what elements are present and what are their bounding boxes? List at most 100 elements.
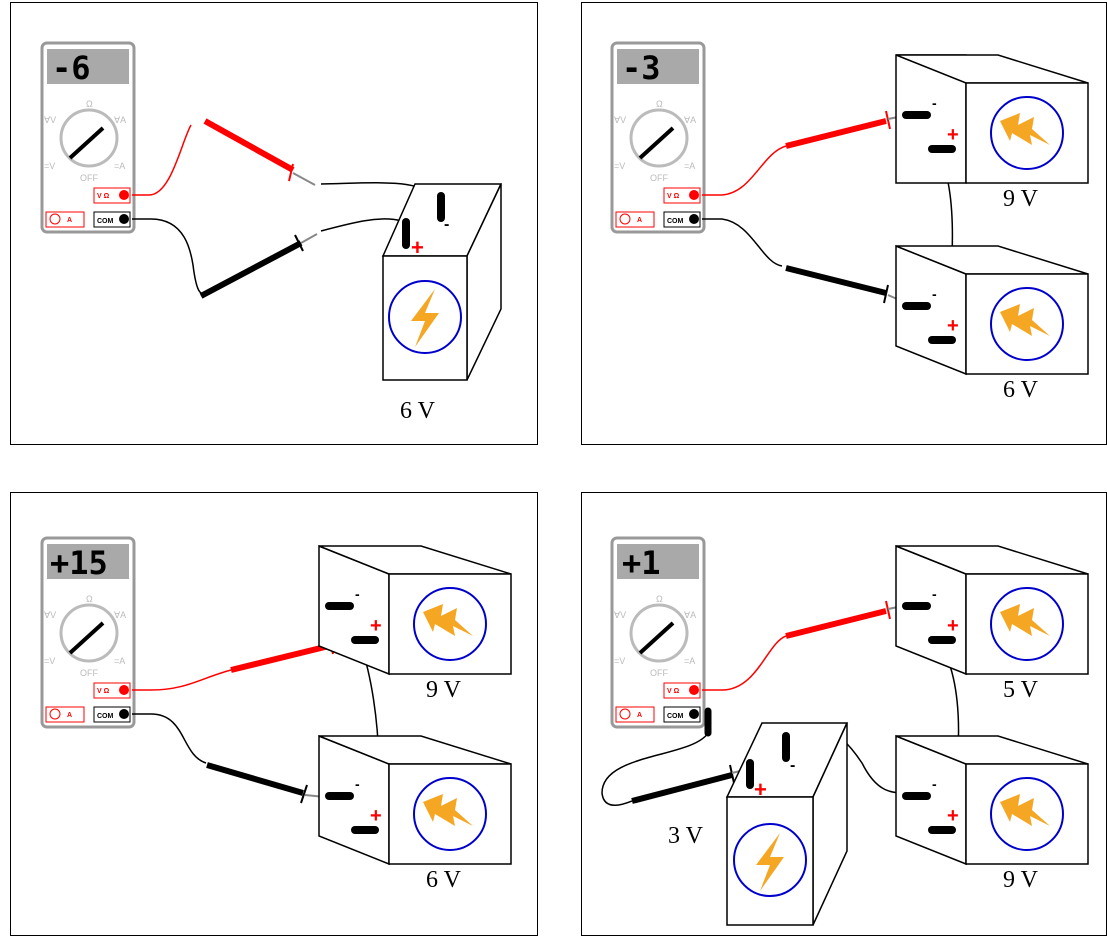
dial-off-label: OFF xyxy=(650,668,668,678)
battery-minus-label: - xyxy=(790,757,795,774)
meter-reading: +15 xyxy=(50,544,108,582)
battery-voltage-label: 9 V xyxy=(1003,186,1039,212)
jack-voma-label: V Ω xyxy=(667,688,680,695)
battery-minus-label: - xyxy=(932,776,937,792)
black-probe[interactable] xyxy=(206,762,304,796)
meter-display xyxy=(617,544,699,579)
black-probe-tip xyxy=(300,233,318,244)
dial-vac-label: ⱯV xyxy=(614,610,626,620)
dial-vdc-label: =V xyxy=(44,161,55,171)
red-probe[interactable] xyxy=(785,118,887,149)
battery-plus-label: + xyxy=(947,315,959,337)
black-probe-tip-guard xyxy=(294,234,304,252)
meter-dial[interactable] xyxy=(59,603,119,663)
jack-a[interactable] xyxy=(49,213,61,225)
black-probe-tip-guard xyxy=(300,784,308,804)
panel-1: -6 Ω OFF ⱯV ⱯA =V =A V Ω COM A xyxy=(10,2,538,445)
panel-4-diagram: +1 Ω OFF ⱯV ⱯA =V =A V Ω COM A xyxy=(601,536,1089,926)
battery-minus-label: - xyxy=(932,286,937,302)
jack-com[interactable] xyxy=(119,709,129,719)
dial-aac-label: ⱯA xyxy=(114,610,126,620)
battery-minus-label: - xyxy=(355,586,360,602)
black-probe[interactable] xyxy=(785,265,887,296)
lightning-icon xyxy=(756,833,784,891)
battery-plus-label: + xyxy=(947,124,959,146)
red-probe-tip-guard xyxy=(288,163,294,182)
jack-a-label: A xyxy=(637,712,642,719)
jack-a[interactable] xyxy=(619,213,631,225)
dial-vac-label: ⱯV xyxy=(44,610,56,620)
dial-pointer xyxy=(638,621,675,655)
lightning-icon xyxy=(1000,604,1050,636)
battery-circle xyxy=(413,587,487,661)
red-probe[interactable] xyxy=(785,608,887,639)
red-probe[interactable] xyxy=(203,118,295,173)
battery-3v: + - 3 V xyxy=(668,722,849,926)
lightning-icon xyxy=(411,289,439,347)
jack-a[interactable] xyxy=(619,708,631,720)
battery-circle xyxy=(990,96,1064,170)
dial-pointer xyxy=(68,621,105,655)
black-probe[interactable] xyxy=(199,240,303,299)
red-lead-wire xyxy=(702,145,787,196)
battery-circle xyxy=(733,823,807,897)
multimeter: +15 Ω OFF ⱯV ⱯA =V =A V Ω COM A xyxy=(40,536,136,729)
jack-voma[interactable] xyxy=(689,685,699,695)
battery-plus-label: + xyxy=(411,235,424,260)
panel-2-diagram: -3 Ω OFF ⱯV ⱯA =V =A V Ω COM A xyxy=(610,41,1089,403)
battery-plus-label: + xyxy=(947,805,959,827)
panel-3: +15 Ω OFF ⱯV ⱯA =V =A V Ω COM A xyxy=(10,492,538,936)
jack-com-label: COM xyxy=(667,713,684,720)
meter-reading: +1 xyxy=(622,544,661,582)
dial-adc-label: =A xyxy=(684,656,695,666)
meter-dial[interactable] xyxy=(59,108,119,168)
meter-display xyxy=(617,49,699,84)
dial-vdc-label: =V xyxy=(614,656,625,666)
battery-minus-label: - xyxy=(355,776,360,792)
meter-dial[interactable] xyxy=(629,603,689,663)
battery-9v: - + 9 V xyxy=(895,734,1089,893)
black-probe-tip-guard xyxy=(883,284,889,304)
multimeter: -3 Ω OFF ⱯV ⱯA =V =A V Ω COM A xyxy=(610,41,706,234)
battery-5v: - + 5 V xyxy=(895,544,1089,703)
jack-voma[interactable] xyxy=(119,190,129,200)
red-probe-tip-guard xyxy=(885,110,891,130)
jack-voma[interactable] xyxy=(119,685,129,695)
meter-dial[interactable] xyxy=(629,108,689,168)
battery-voltage-label: 6 V xyxy=(426,867,462,893)
dial-vdc-label: =V xyxy=(614,161,625,171)
battery-9v: - + 9 V xyxy=(318,544,512,703)
black-lead-wire xyxy=(601,714,709,806)
jack-a[interactable] xyxy=(49,708,61,720)
jack-com-label: COM xyxy=(97,713,114,720)
dial-vdc-label: =V xyxy=(44,656,55,666)
lightning-icon xyxy=(1000,794,1050,826)
jack-a-label: A xyxy=(637,217,642,224)
dial-off-label: OFF xyxy=(80,173,98,183)
black-probe[interactable] xyxy=(631,772,733,804)
lightning-icon xyxy=(423,794,473,826)
battery-plus-label: + xyxy=(754,777,767,802)
dial-ohm-label: Ω xyxy=(86,594,93,604)
panel-4: +1 Ω OFF ⱯV ⱯA =V =A V Ω COM A xyxy=(581,492,1107,936)
battery-voltage-label: 6 V xyxy=(400,398,436,424)
jack-voma[interactable] xyxy=(689,190,699,200)
battery-plus-label: + xyxy=(370,615,382,637)
battery-voltage-label: 9 V xyxy=(426,677,462,703)
jack-com[interactable] xyxy=(689,709,699,719)
panel-3-diagram: +15 Ω OFF ⱯV ⱯA =V =A V Ω COM A xyxy=(40,536,512,893)
battery-circle xyxy=(990,777,1064,851)
panel-2: -3 Ω OFF ⱯV ⱯA =V =A V Ω COM A xyxy=(581,2,1107,445)
jack-com[interactable] xyxy=(689,214,699,224)
lightning-icon xyxy=(1000,304,1050,336)
red-probe[interactable] xyxy=(230,643,330,673)
jack-com[interactable] xyxy=(119,214,129,224)
battery-circle xyxy=(990,587,1064,661)
black-lead-wire xyxy=(132,218,212,295)
dial-ohm-label: Ω xyxy=(656,594,663,604)
meter-reading: -3 xyxy=(622,49,661,87)
dial-adc-label: =A xyxy=(114,161,125,171)
multimeter: -6 Ω OFF ⱯV ⱯA =V =A V Ω COM A xyxy=(40,41,136,234)
battery-voltage-label: 6 V xyxy=(1003,377,1039,403)
jack-a-box xyxy=(45,706,85,723)
